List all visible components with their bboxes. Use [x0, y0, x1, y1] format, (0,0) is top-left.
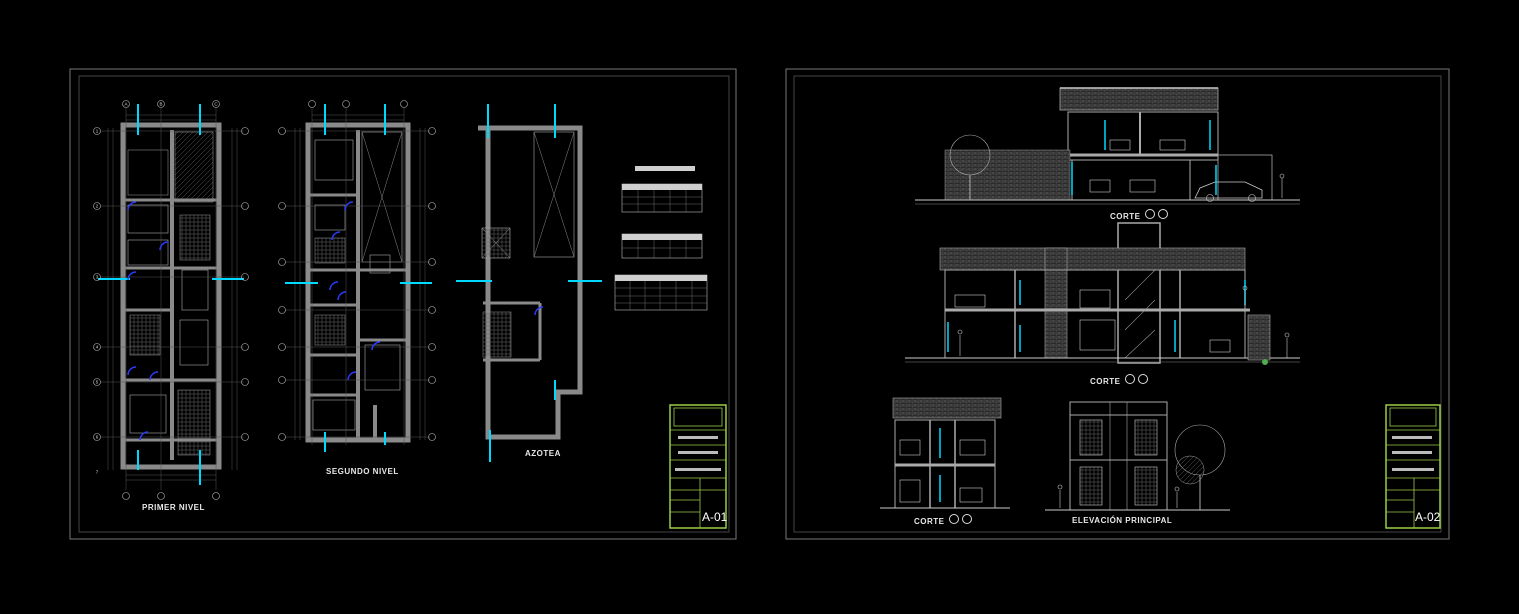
sheet-a01-frame-outer [69, 68, 737, 540]
corte-c-text: CORTE [914, 517, 945, 526]
grid-number-4: 4 [96, 345, 99, 350]
sheet-number-a02: A-02 [1415, 510, 1441, 524]
corte-b-marker-icon [1125, 374, 1136, 384]
view-label-corte-b: CORTE [1090, 374, 1148, 386]
corte-b-text: CORTE [1090, 377, 1121, 386]
view-label-corte-a: CORTE [1110, 209, 1168, 221]
grid-letter-b: B [159, 102, 162, 107]
plan-primer-nivel [93, 100, 249, 500]
elevacion-principal [1045, 401, 1230, 511]
area-tables [614, 166, 708, 311]
sheet-a02-frame-inner [793, 75, 1442, 533]
corte-b-marker-icon-2 [1137, 374, 1148, 384]
grid-number-2: 2 [96, 204, 99, 209]
corte-a-marker-icon [1145, 209, 1156, 219]
grid-number-1: 1 [96, 129, 99, 134]
sheet-a01-frame-inner [78, 75, 730, 533]
view-label-elevacion-principal: ELEVACIÓN PRINCIPAL [1072, 516, 1173, 525]
grid-number-7: 7 [96, 470, 99, 475]
plan-azotea [456, 104, 602, 462]
corte-a-text: CORTE [1110, 212, 1141, 221]
view-label-azotea: AZOTEA [525, 449, 561, 458]
view-label-segundo-nivel: SEGUNDO NIVEL [326, 467, 399, 476]
section-corte-b [905, 222, 1300, 365]
section-corte-c [880, 397, 1010, 509]
corte-c-marker-icon-2 [961, 514, 972, 524]
grid-letter-c: C [214, 102, 218, 107]
sheet-a02 [785, 68, 1450, 540]
section-corte-a [915, 87, 1300, 205]
corte-c-marker-icon [949, 514, 960, 524]
grid-number-5: 5 [96, 380, 99, 385]
view-label-primer-nivel: PRIMER NIVEL [142, 503, 205, 512]
grid-number-6: 6 [96, 435, 99, 440]
sheet-a01 [69, 68, 737, 540]
title-block-a01 [669, 404, 727, 529]
grid-letter-a: A [124, 102, 127, 107]
corte-a-marker-icon-2 [1157, 209, 1168, 219]
sheet-a02-frame-outer [785, 68, 1450, 540]
sheet-number-a01: A-01 [702, 510, 728, 524]
view-label-corte-c: CORTE [914, 514, 972, 526]
grid-number-3: 3 [96, 275, 99, 280]
plan-segundo-nivel [278, 100, 436, 452]
title-block-a02 [1385, 404, 1441, 529]
